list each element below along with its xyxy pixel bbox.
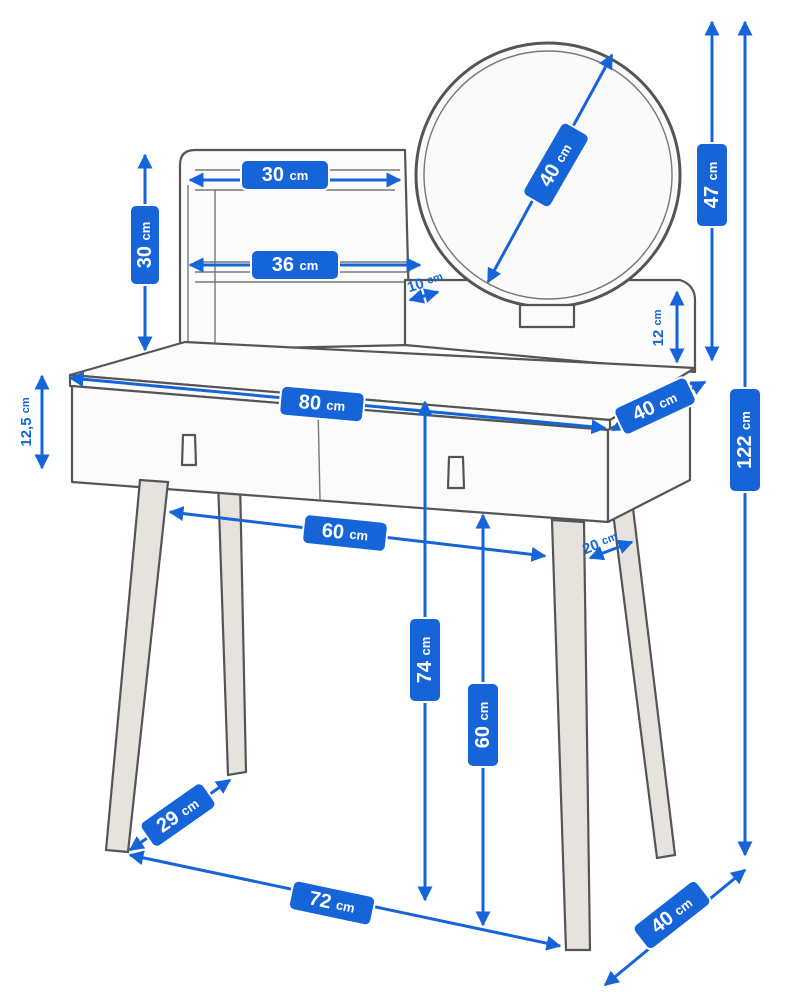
label-drawer-height: 12,5 cm (18, 397, 35, 446)
dimension-text: 72 (307, 887, 333, 913)
svg-text:30 cm: 30 cm (262, 164, 309, 186)
svg-text:74 cm: 74 cm (414, 637, 436, 684)
svg-text:10 cm: 10 cm (405, 268, 445, 296)
dimension-text: cm (349, 526, 369, 543)
svg-text:12 cm: 12 cm (650, 309, 667, 346)
dimension-text: cm (138, 222, 153, 241)
dimension-text: 60 (321, 520, 345, 544)
label-leg-inner-width: 60 cm (301, 513, 389, 553)
dimension-text: 12 (650, 330, 667, 347)
svg-text:60 cm: 60 cm (472, 702, 494, 749)
label-mirror-diameter: 40 cm (522, 121, 590, 209)
dimension-text: cm (335, 897, 357, 916)
dimension-text: cm (426, 271, 445, 287)
label-table-height: 74 cm (408, 617, 442, 703)
label-shelf-unit-height: 30 cm (129, 204, 161, 286)
label-backboard-height: 12 cm (650, 309, 667, 346)
svg-text:122 cm: 122 cm (734, 411, 756, 469)
dimension-text: cm (20, 397, 32, 413)
label-total-height: 122 cm (728, 387, 762, 493)
dimension-text: 20 (580, 536, 602, 558)
label-mirror-height: 47 cm (695, 142, 729, 228)
dimension-text: 47 (701, 186, 723, 208)
label-shelf-top-width: 30 cm (240, 159, 330, 191)
svg-text:60 cm: 60 cm (321, 520, 370, 547)
handle-left (180, 433, 198, 467)
svg-text:36 cm: 36 cm (272, 254, 319, 276)
dimension-text: cm (738, 411, 753, 430)
label-leg-base-width: 72 cm (287, 879, 377, 927)
svg-text:72 cm: 72 cm (307, 887, 357, 918)
dimension-labels: 30 cm 36 cm 10 cm 30 cm 40 cm 47 cm 122 … (18, 121, 762, 951)
dimension-text: 74 (414, 660, 436, 683)
dimension-text: 30 (262, 164, 284, 186)
svg-text:20 cm: 20 cm (580, 528, 621, 558)
label-leg-base-depth: 29 cm (139, 782, 217, 848)
label-top-depth: 40 cm (613, 376, 697, 436)
dimension-text: 10 (405, 274, 426, 295)
dimension-text: 122 (734, 435, 756, 468)
dimension-text: 12,5 (18, 417, 35, 446)
svg-text:47 cm: 47 cm (701, 162, 723, 209)
dimension-text: cm (290, 168, 309, 183)
label-clearance-height: 60 cm (466, 682, 500, 768)
label-leg-thickness: 20 cm (580, 528, 621, 558)
dimension-text: 36 (272, 254, 294, 276)
dimension-text: cm (652, 309, 664, 325)
label-shelf-bottom-width: 36 cm (250, 249, 340, 281)
dimension-text: cm (476, 702, 491, 721)
dimension-text: cm (300, 258, 319, 273)
dimension-text: cm (705, 162, 720, 181)
svg-text:80 cm: 80 cm (298, 391, 346, 417)
label-top-width: 80 cm (278, 384, 366, 424)
dimension-text: cm (656, 389, 679, 411)
label-shelf-depth: 10 cm (405, 268, 445, 296)
svg-text:30 cm: 30 cm (134, 222, 156, 269)
legs-front (104, 478, 592, 952)
dimension-text: 30 (134, 246, 156, 268)
dimension-text: 80 (298, 391, 322, 415)
dimension-text: 60 (472, 726, 494, 748)
dimension-text: cm (326, 397, 346, 414)
label-base-depth: 40 cm (632, 879, 712, 951)
handle-right (446, 455, 466, 490)
dimension-text: cm (600, 530, 619, 547)
dimension-text: cm (418, 637, 433, 656)
svg-text:12,5 cm: 12,5 cm (18, 397, 35, 446)
